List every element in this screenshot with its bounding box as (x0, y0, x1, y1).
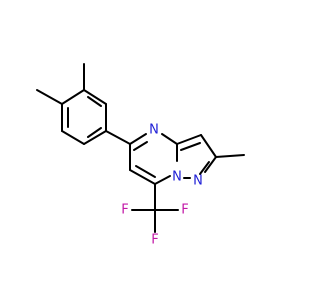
bond-methyl-pyrazole (215, 154, 245, 158)
bond-benzene-inner-1 (87, 96, 102, 107)
bond-benzene-4 (61, 130, 85, 145)
bond-pz-2 (200, 134, 217, 158)
bond-benzene-1 (83, 89, 107, 105)
atom-f-left: F (121, 203, 128, 218)
bond-pyr-5b (135, 165, 156, 178)
atom-labels: N N N F F F (121, 123, 203, 248)
atom-n-pyrazole: N (193, 174, 203, 189)
bond-pz-1b (180, 142, 201, 151)
bond-benzene-inner-2 (87, 127, 102, 138)
bond-pyr-1 (129, 133, 147, 145)
bonds (36, 63, 245, 233)
bond-benzene-3 (83, 130, 107, 145)
molecule-structure: N N N F F F (36, 63, 245, 248)
bond-benzene-6 (61, 89, 85, 105)
bond-pyr-5 (129, 169, 156, 185)
bond-pz-1 (176, 134, 202, 145)
bond-pyr-4 (154, 175, 171, 185)
bond-methyl-left (36, 89, 63, 105)
bond-aryl-link (105, 130, 131, 145)
atom-f-right: F (181, 203, 188, 218)
atom-n-bridge: N (172, 170, 182, 185)
bond-pyr-2 (161, 133, 178, 145)
atom-f-bottom: F (151, 233, 158, 248)
atom-n-top: N (149, 123, 159, 138)
bond-pz-3b (199, 161, 210, 175)
bond-pz-3 (204, 156, 217, 173)
bond-pyr-1b (133, 141, 148, 151)
